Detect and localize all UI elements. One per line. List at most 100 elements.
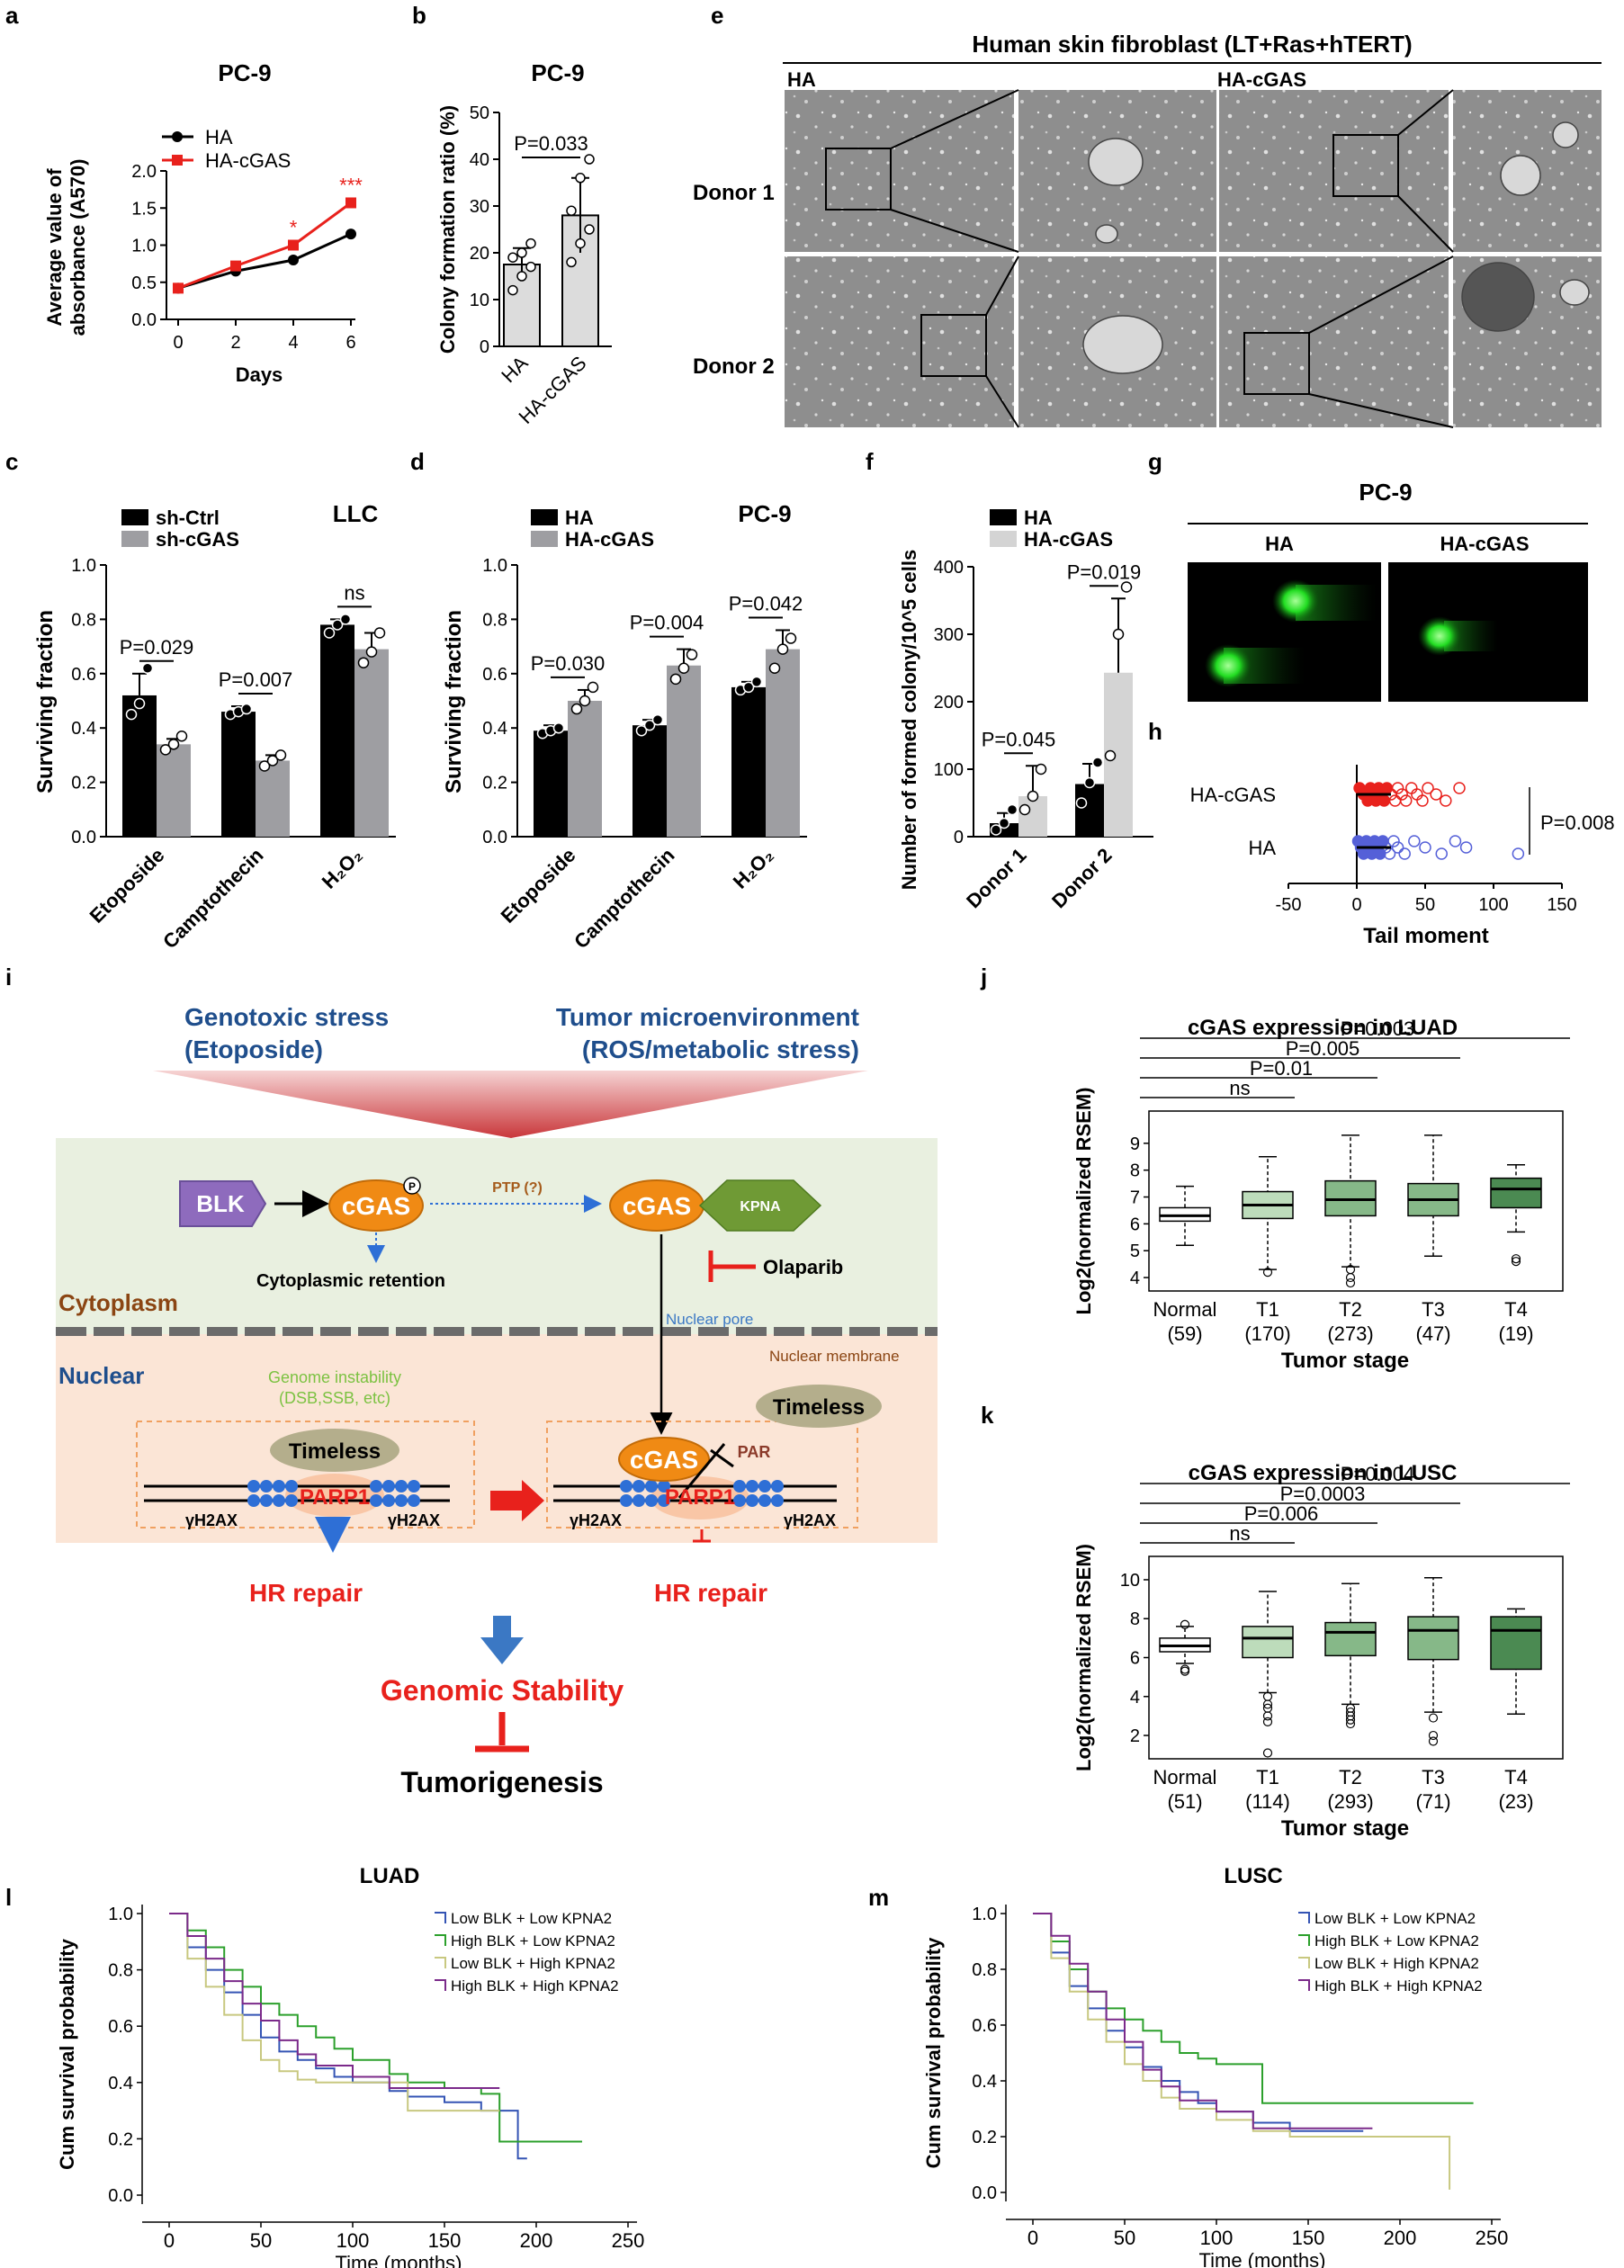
- micrograph-hacgas-donor2: [1219, 256, 1449, 427]
- chart-j-x-tick-label: T2: [1339, 1298, 1362, 1321]
- chart-b-point: [507, 284, 518, 296]
- pvalue-label: P=0.019: [1067, 560, 1142, 583]
- chart-m-x-tick-label: 150: [1292, 2227, 1325, 2249]
- chart-d-point: [776, 643, 789, 655]
- chart-f-y-tick-label: 200: [934, 693, 964, 713]
- chart-k-outlier: [1262, 1711, 1273, 1721]
- chart-c-point: [167, 739, 180, 750]
- chart-m-legend-label: High BLK + Low KPNA2: [1314, 1932, 1479, 1950]
- panel-e-col-hacgas: HA-cGAS: [1217, 68, 1306, 91]
- repair-box-left: [136, 1421, 475, 1528]
- chart-f-point: [1006, 803, 1018, 816]
- chart-k-y-tick-label: 4: [1130, 1688, 1140, 1708]
- panel-letter-a: a: [5, 2, 19, 29]
- chart-j-pvalue: P=0.003: [1341, 1017, 1415, 1040]
- genome-instability-2: (DSB,SSB, etc): [279, 1389, 390, 1407]
- chart-k-x-tick-label: T3: [1422, 1766, 1445, 1788]
- chart-c-point: [274, 749, 287, 761]
- chart-l-x-tick-label: 0: [164, 2229, 175, 2252]
- chart-k-pvalue: P=0.006: [1244, 1502, 1319, 1525]
- chart-j-title: cGAS expression in LUAD: [1188, 1016, 1458, 1040]
- panel-letter-m: m: [868, 1884, 889, 1911]
- chart-d-point: [669, 673, 682, 686]
- chart-b-point: [584, 224, 595, 235]
- panel-e-row-donor2: Donor 2: [693, 354, 775, 379]
- chart-k-outlier: [1428, 1736, 1439, 1746]
- chart-b-y-tick-label: 40: [470, 150, 489, 170]
- chart-j-outlier: [1345, 1272, 1356, 1283]
- chart-f-y-tick-label: 100: [934, 760, 964, 780]
- chart-b-ylabel: Colony formation ratio (%): [436, 105, 459, 354]
- chart-k-pvalue: P=0.0003: [1280, 1483, 1366, 1505]
- chart-j-pvalue: ns: [1229, 1077, 1250, 1099]
- chart-f-legend-swatch: [990, 509, 1017, 525]
- chart-c-bar: [157, 744, 191, 837]
- chart-a-x-tick-label: 4: [288, 333, 298, 353]
- kpna-label: KPNA: [740, 1199, 781, 1215]
- chart-m-y-tick-label: 0.6: [972, 2016, 997, 2036]
- chart-k-box-T4: [1490, 1616, 1542, 1671]
- chart-b-y-tick-label: 10: [470, 291, 489, 310]
- chart-k-xlabel: Tumor stage: [1281, 1816, 1409, 1841]
- chart-b-point: [584, 154, 595, 165]
- chart-h-point: [1398, 847, 1411, 860]
- chart-b-point: [516, 271, 527, 282]
- cytoplasmic-retention: Cytoplasmic retention: [256, 1271, 445, 1291]
- olaparib-label: Olaparib: [763, 1256, 843, 1278]
- chart-h-category-label: HA: [1248, 837, 1276, 859]
- chart-h-point: [1453, 782, 1466, 794]
- chart-d-point: [686, 649, 698, 660]
- genome-instability-1: Genome instability: [268, 1368, 401, 1386]
- chart-a-y-tick-label: 1.0: [131, 237, 157, 256]
- hr-repair-left: HR repair: [249, 1579, 363, 1607]
- chart-k-outlier: [1428, 1730, 1439, 1741]
- chart-d-bar: [766, 649, 800, 837]
- chart-j-outlier: [1262, 1268, 1273, 1277]
- chart-c-ylabel: Surviving fraction: [33, 610, 58, 793]
- chart-k-ylabel: Log2(normalized RSEM): [1072, 1544, 1095, 1771]
- chart-a-legend-marker: [172, 155, 183, 166]
- tumorigenesis: Tumorigenesis: [400, 1766, 603, 1798]
- panel-letter-j: j: [980, 964, 987, 991]
- cgas-label-1: cGAS: [342, 1192, 410, 1220]
- chart-a-line-HA: [177, 232, 352, 290]
- cgas-cytoplasmic: [328, 1179, 424, 1232]
- chart-j-n-label: (273): [1327, 1322, 1373, 1345]
- stress-left-title: Genotoxic stress: [184, 1003, 389, 1031]
- chart-k: cGAS expression in LUSC246810Log2(normal…: [1072, 1461, 1570, 1841]
- chart-j-x-tick-label: Normal: [1153, 1298, 1217, 1321]
- parp1-left: PARP1: [300, 1485, 370, 1510]
- chart-l-title: LUAD: [360, 1864, 420, 1888]
- chart-j-y-tick-label: 6: [1130, 1215, 1140, 1234]
- chart-k-outlier: [1262, 1703, 1273, 1713]
- chart-l-legend-label: High BLK + High KPNA2: [451, 1977, 619, 1995]
- chart-a-point: [288, 239, 299, 251]
- cgas-nuclear: [618, 1437, 710, 1482]
- chart-a-point: [345, 197, 356, 209]
- panel-letter-l: l: [5, 1884, 12, 1911]
- pvalue-label: P=0.033: [514, 132, 588, 155]
- chart-d-x-tick-label: Camptothecin: [570, 844, 678, 953]
- chart-m-curve-3: [1033, 1913, 1373, 2129]
- chart-f-legend-label: HA: [1024, 506, 1053, 529]
- chart-d-point: [643, 719, 656, 731]
- chart-c-legend-swatch: [121, 531, 148, 547]
- nuclear-pore-label: Nuclear pore: [666, 1311, 753, 1328]
- chart-k-outlier: [1262, 1748, 1273, 1758]
- stress-left-sub: (Etoposide): [184, 1035, 323, 1063]
- chart-m-x-tick-label: 0: [1027, 2227, 1038, 2249]
- chart-f-point: [1075, 797, 1088, 809]
- blk-shape: [179, 1180, 267, 1227]
- chart-d-y-tick-label: 1.0: [482, 556, 507, 576]
- chart-k-outlier: [1180, 1666, 1190, 1676]
- chart-c-title: LLC: [333, 500, 379, 527]
- chart-m-y-tick-label: 1.0: [972, 1905, 997, 1924]
- hr-repair-right: HR repair: [654, 1579, 767, 1607]
- chart-c-point: [323, 627, 336, 639]
- chart-b-point: [566, 205, 577, 216]
- chart-k-x-tick-label: Normal: [1153, 1766, 1217, 1788]
- chart-k-y-tick-label: 2: [1130, 1726, 1140, 1746]
